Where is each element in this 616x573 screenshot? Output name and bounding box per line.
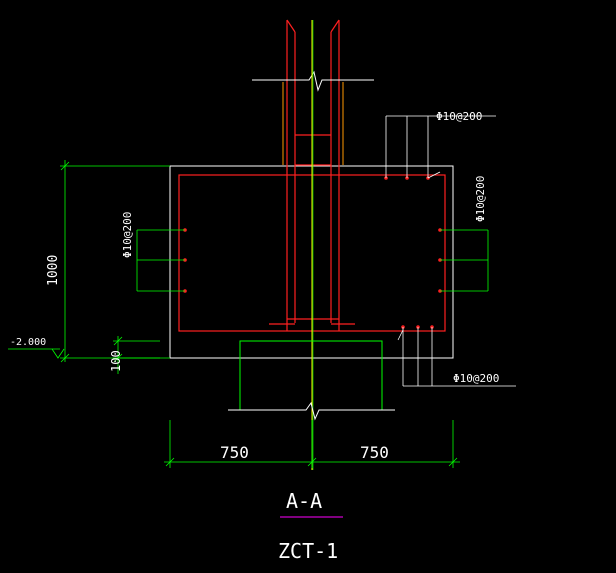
- section-label: A-A: [286, 489, 322, 513]
- leader-right-side: [440, 229, 489, 292]
- elevation-text: -2.000: [10, 337, 46, 348]
- rebar-spec-bottom-right: Φ10@200: [453, 372, 499, 385]
- rebar-dots: [183, 176, 442, 329]
- column-edge: [282, 82, 344, 165]
- column: [269, 19, 355, 331]
- leader-bottom-right: [397, 327, 516, 387]
- elevation-marker: [8, 348, 65, 359]
- pile-break: [228, 401, 395, 421]
- rebar-spec-right-side: Φ10@200: [474, 176, 487, 222]
- dim-cover-line: [113, 336, 160, 374]
- member-label: ZCT-1: [278, 539, 338, 563]
- dim-left-text: 750: [220, 443, 249, 462]
- dim-right-text: 750: [360, 443, 389, 462]
- column-break: [252, 70, 374, 92]
- pile: [239, 340, 383, 410]
- dim-cover-text: 100: [109, 350, 123, 372]
- dim-height-line: [60, 160, 170, 363]
- rebar-spec-top-right: Φ10@200: [436, 110, 482, 123]
- dim-height-text: 1000: [46, 255, 61, 286]
- rebar-spec-left-side: Φ10@200: [121, 212, 134, 258]
- leader-left-side: [136, 229, 185, 292]
- leader-top-right: [385, 115, 496, 179]
- dim-bottom-line: [164, 420, 460, 468]
